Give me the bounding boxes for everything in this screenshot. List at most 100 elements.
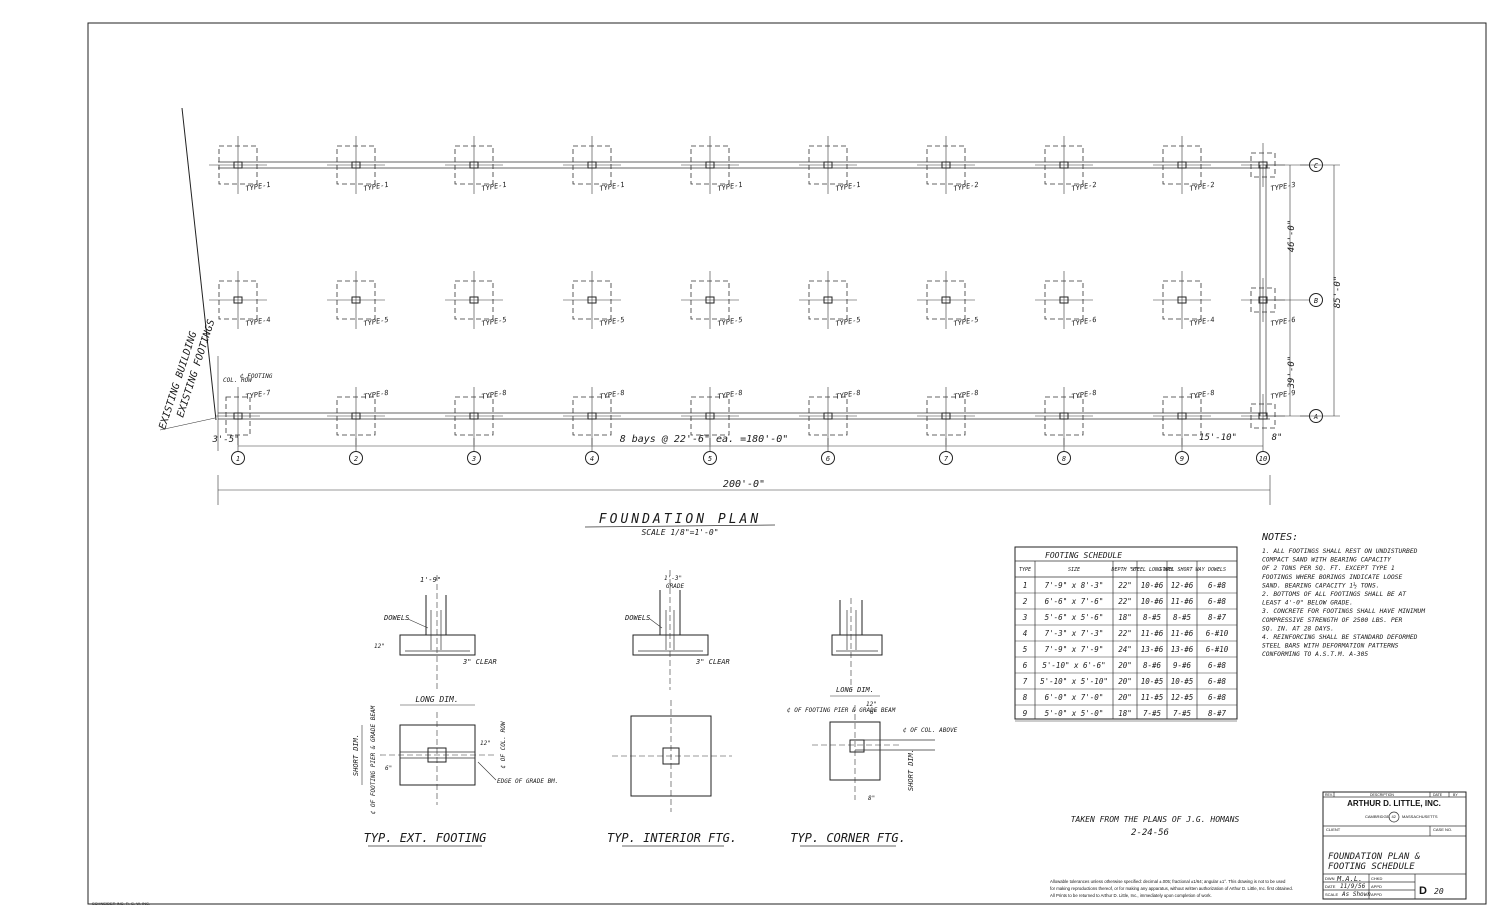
int-detail-title: TYP. INTERIOR FTG.	[607, 831, 737, 845]
plan-title: FOUNDATION PLAN	[599, 512, 761, 527]
tolerance-line-3: All Prints to be returned to Arthur D. L…	[1050, 893, 1212, 898]
column-base	[469, 412, 479, 420]
schedule-header: TYPE	[1019, 567, 1031, 573]
footing-b-7: TYPE-5	[917, 271, 979, 329]
column-base	[1258, 296, 1268, 304]
column-bubble-10	[1256, 451, 1270, 465]
schedule-cell: 20"	[1118, 661, 1132, 670]
schedule-cell: 22"	[1118, 597, 1132, 606]
schedule-cell: 20"	[1118, 677, 1132, 686]
note-line: CONFORMING TO A.S.T.M. A-305	[1262, 651, 1368, 658]
column-base	[587, 161, 597, 169]
footing-type-label: TYPE-8	[599, 389, 625, 401]
footing-b-2: TYPE-5	[327, 271, 389, 329]
column-base	[823, 296, 833, 304]
footing-b-5: TYPE-5	[681, 271, 743, 329]
plan-scale: SCALE 1/8"=1'-0"	[641, 528, 718, 537]
ext-section-footing	[399, 634, 476, 656]
tb-state: MASSACHUSETTS	[1402, 814, 1438, 819]
footing-type-label: TYPE-8	[363, 389, 389, 401]
left-end-dimension: 3'-5"	[211, 435, 239, 445]
right-end-dimension: 8"	[1272, 433, 1283, 443]
tb-chkd: CHKD	[1371, 876, 1382, 881]
title-block: REV. DESCRIPTION DATE BY ARTHUR D. LITTL…	[1322, 791, 1467, 900]
schedule-cell: 18"	[1118, 709, 1132, 718]
schedule-cell: 7'-9" x 7'-9"	[1045, 645, 1104, 654]
corner-dim-8: 8"	[868, 795, 875, 802]
footing-type-label: TYPE-5	[481, 316, 507, 328]
footing-type-label: TYPE-2	[953, 181, 979, 193]
note-line: STEEL BARS WITH DEFORMATION PATTERNS	[1262, 643, 1399, 650]
taken-from-note: TAKEN FROM THE PLANS OF J.G. HOMANS	[1071, 815, 1240, 824]
existing-leader	[159, 417, 216, 431]
corner-dim-6: 6"	[870, 709, 877, 716]
corner-long-dim: LONG DIM.	[836, 686, 874, 694]
overall-width-dimension: 85'-0"	[1333, 276, 1343, 309]
column-bubble-6	[821, 451, 835, 465]
column-bubble-9	[1175, 451, 1189, 465]
schedule-cell: 11-#6	[1141, 629, 1164, 638]
schedule-cell: 22"	[1118, 629, 1132, 638]
schedule-cell: 8	[1023, 693, 1028, 702]
schedule-cell: 20"	[1118, 693, 1132, 702]
corner-dim-12: 12"	[866, 701, 877, 708]
corner-stamp: SCHNEIDER INC. R. G. W. INC.	[92, 901, 150, 906]
schedule-cell: 8-#5	[1143, 613, 1162, 622]
tb-appd: APPD	[1371, 884, 1382, 889]
footing-type-label: TYPE-5	[599, 316, 625, 328]
right-bay-dimension: 15'-10"	[1199, 433, 1237, 443]
ext-t-dim: 12"	[374, 643, 385, 650]
schedule-cell: 9	[1023, 709, 1028, 718]
note-line: FOOTINGS WHERE BORINGS INDICATE LOOSE	[1262, 574, 1402, 581]
footing-a-2: TYPE-8	[327, 387, 389, 445]
corner-section-footing	[831, 634, 883, 656]
footing-type-label: TYPE-6	[1270, 316, 1296, 328]
ext-edge-note: EDGE OF GRADE BM.	[497, 778, 558, 785]
existing-building-line	[181, 107, 217, 421]
tb-dwg-number: 20	[1434, 887, 1444, 896]
corner-note-right: ¢ OF COL. ABOVE	[903, 727, 958, 734]
schedule-cell: 5'-6" x 5'-6"	[1045, 613, 1104, 622]
column-base	[469, 296, 479, 304]
lower-bay-dimension: 39'-0"	[1287, 356, 1297, 390]
note-line: COMPRESSIVE STRENGTH OF 2500 LBS. PER	[1262, 617, 1402, 624]
tb-client: CLIENT	[1326, 827, 1341, 832]
column-number-7: 7	[944, 455, 949, 463]
schedule-cell: 5'-10" x 6'-6"	[1042, 661, 1105, 670]
footing-c-3: TYPE-1	[445, 136, 507, 194]
taken-from-date: 2-24-56	[1131, 828, 1169, 838]
schedule-header: SIZE	[1068, 567, 1080, 573]
footing-type-label: TYPE-4	[1189, 316, 1215, 328]
schedule-cell: 8-#7	[1208, 613, 1227, 622]
schedule-cell: 11-#6	[1171, 629, 1194, 638]
footing-type-label: TYPE-5	[717, 316, 743, 328]
schedule-cell: 10-#6	[1141, 597, 1164, 606]
schedule-cell: 7'-9" x 8'-3"	[1045, 581, 1104, 590]
ext-grade-note: ¢ OF FOOTING PIER & GRADE BEAM	[370, 705, 377, 814]
schedule-cell: 18"	[1118, 613, 1132, 622]
column-base	[351, 161, 361, 169]
schedule-cell: 6-#8	[1208, 597, 1227, 606]
footing-b-9: TYPE-4	[1153, 271, 1215, 329]
tb-city: CAMBRIDGE, 42	[1365, 814, 1397, 819]
ext-column-base	[427, 747, 447, 763]
schedule-cell: 11-#5	[1141, 693, 1164, 702]
column-bubble-1	[231, 451, 245, 465]
note-line: 1. ALL FOOTINGS SHALL REST ON UNDISTURBE…	[1262, 548, 1418, 555]
schedule-cell: 6-#8	[1208, 677, 1227, 686]
tb-scale-label: SCALE	[1325, 892, 1338, 897]
column-base	[705, 296, 715, 304]
footing-a-6: TYPE-8	[799, 387, 861, 445]
row-letter-A: A	[1313, 413, 1318, 421]
footing-type-label: TYPE-5	[363, 316, 389, 328]
footing-type-label: TYPE-8	[481, 389, 507, 401]
plan-title-underline	[584, 524, 776, 528]
column-base	[1177, 161, 1187, 169]
schedule-cell: 13-#6	[1171, 645, 1194, 654]
column-number-1: 1	[236, 455, 240, 463]
footing-type-label: TYPE-8	[953, 389, 979, 401]
upper-bay-dimension: 46'-0"	[1287, 220, 1297, 253]
column-number-3: 3	[471, 455, 476, 463]
